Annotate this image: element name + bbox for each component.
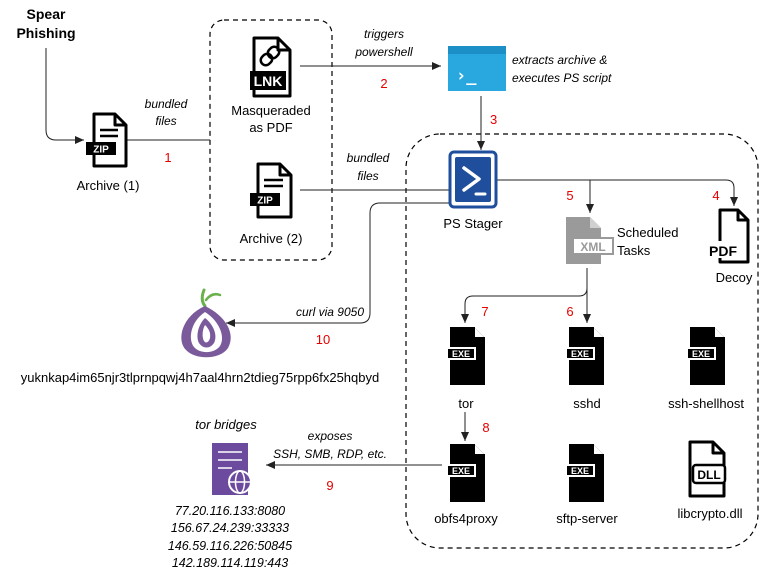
tor-onion-icon [181,288,231,358]
lnk-label-2: as PDF [249,120,292,135]
svg-text:EXE: EXE [692,349,710,359]
svg-text:XML: XML [580,240,605,254]
exe-file-icon: EXE [686,327,725,385]
edge-label-bundled-files-2: bundled [347,151,390,165]
archive2-label: Archive (2) [240,231,303,246]
edge-label-bundled-files-1: bundled [145,97,188,111]
step-number-7: 7 [481,304,488,319]
svg-text:EXE: EXE [571,349,589,359]
lnk-label: Masqueraded [231,103,311,118]
edge-tasks-tor [461,268,588,323]
zip-file-icon: ZIP [250,162,293,219]
svg-text:DLL: DLL [697,468,720,482]
onion-address: yuknkap4im65njr3tlprnpqwj4h7aal4hrn2tdie… [21,370,379,385]
step-number-1: 1 [164,150,171,165]
obfs4proxy-label: obfs4proxy [434,511,498,526]
tor-bridges-title: tor bridges [195,417,257,432]
sftp-server-label: sftp-server [556,511,618,526]
sshd-label: sshd [573,396,600,411]
tor-label: tor [458,396,474,411]
step-number-3: 3 [490,112,497,127]
step-number-6: 6 [566,304,573,319]
bridge-ip: 142.189.114.119:443 [172,556,288,570]
svg-text:EXE: EXE [571,466,589,476]
bridge-ip: 156.67.24.239:33333 [171,521,289,535]
ps-stager-label: PS Stager [443,216,503,231]
lnk-file-icon: LNK [250,36,292,98]
svg-text:LNK: LNK [254,73,283,89]
bridge-ip: 77.20.116.133:8080 [175,504,285,518]
edge-label-extracts: extracts archive & [512,53,607,67]
edge-label-curl: curl via 9050 [296,305,364,319]
bridge-ip: 146.59.116.226:50845 [168,539,292,553]
scheduled-tasks-label-2: Tasks [617,243,651,258]
terminal-icon: ›_ [448,46,506,91]
edge-label-exposes-2: SSH, SMB, RDP, etc. [273,447,387,461]
step-number-4: 4 [712,188,719,203]
svg-text:PDF: PDF [709,243,737,259]
edge-label-exposes: exposes [308,429,353,443]
libcrypto-label: libcrypto.dll [677,506,742,521]
dll-file-icon: DLL [688,440,727,498]
xml-file-icon: XML [566,217,614,264]
edge-stager-curl [226,202,450,327]
edge-label-extracts-2: executes PS script [512,71,612,85]
edge-label-triggers-2: powershell [354,45,413,59]
archive1-label: Archive (1) [77,178,140,193]
step-number-2: 2 [380,76,387,91]
scheduled-tasks-label: Scheduled [617,225,678,240]
powershell-icon [448,150,498,209]
exe-file-icon: EXE [446,327,485,385]
svg-text:ZIP: ZIP [257,196,273,207]
zip-file-icon: ZIP [86,112,128,168]
spear-phishing-label: Spear [27,6,66,22]
edge-label-bundled-files-1b: files [155,114,176,128]
edge-label-triggers: triggers [364,27,404,41]
server-icon [212,443,252,495]
step-number-10: 10 [316,332,330,347]
decoy-label: Decoy [716,270,753,285]
chain-link-icon [259,45,281,67]
ssh-shellhost-label: ssh-shellhost [668,396,744,411]
exe-file-icon: EXE [565,444,604,502]
svg-text:›_: ›_ [456,66,477,86]
exe-file-icon: EXE [565,327,604,385]
step-number-9: 9 [326,478,333,493]
pdf-file-icon: PDF [706,208,750,264]
spear-phishing-label-2: Phishing [16,25,75,41]
exe-file-icon: EXE [446,444,485,502]
svg-text:EXE: EXE [452,349,470,359]
svg-text:ZIP: ZIP [93,145,109,156]
svg-text:EXE: EXE [452,466,470,476]
edge-label-bundled-files-2b: files [357,169,378,183]
step-number-8: 8 [482,420,489,435]
execution-group [405,133,759,549]
edge-stager-decoy [494,179,738,206]
step-number-5: 5 [566,188,573,203]
edge-phishing-archive1 [45,48,84,144]
connectors [45,48,738,469]
